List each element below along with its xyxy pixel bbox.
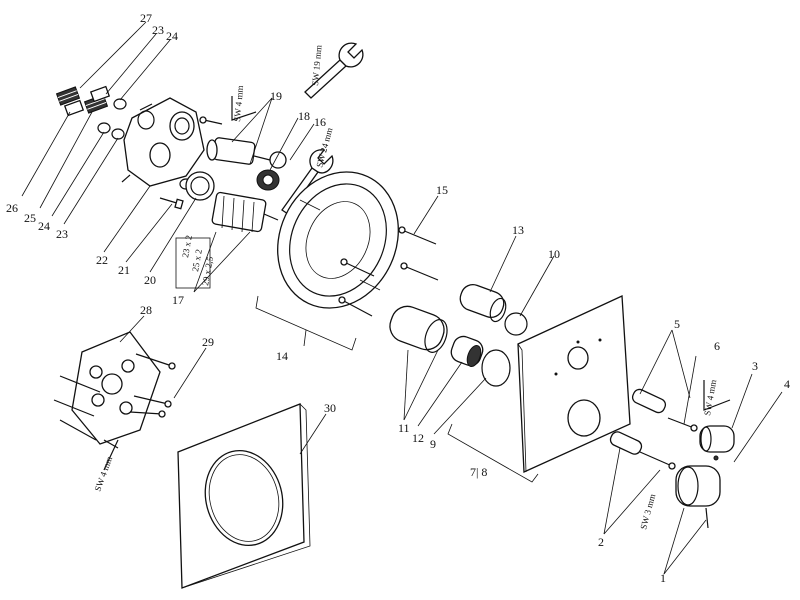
cover-plate: [517, 295, 631, 473]
wrench-sw24-icon: [281, 149, 334, 215]
extension-5: [609, 388, 667, 455]
check-valve-cartridges: [55, 85, 127, 140]
callout-11: 11: [398, 421, 410, 435]
callout-26: 26: [6, 201, 18, 215]
bracket-17: [175, 237, 211, 289]
plate-screws: [338, 258, 375, 317]
shut-off-cartridge: [199, 116, 271, 165]
screw-2: [639, 451, 676, 470]
size-label-1: 23 x 2: [180, 234, 194, 258]
callout-7-8: 7| 8: [470, 465, 487, 479]
sizes-17: 23 x 2 25 x 2 29 x 2,5: [180, 234, 215, 286]
nut-18: [256, 151, 287, 191]
bracket-78: [447, 423, 539, 483]
mounting-bracket-28: [53, 331, 176, 449]
trim-plate-30: [177, 403, 311, 589]
callout-29: 29: [202, 335, 214, 349]
callout-21: 21: [118, 263, 130, 277]
callout-14: 14: [276, 349, 288, 363]
hex-key-right-icon: [703, 380, 731, 411]
callout-30: 30: [324, 401, 336, 415]
callout-3: 3: [752, 359, 758, 373]
callout-16: 16: [314, 115, 326, 129]
callout-27: 27: [140, 11, 152, 25]
tool-label-sw3: SW 3 mm: [638, 493, 657, 531]
callout-22: 22: [96, 253, 108, 267]
callout-13: 13: [512, 223, 524, 237]
leader-lines: [21, 21, 783, 575]
callout-9: 9: [430, 437, 436, 451]
size-label-3: 29 x 2,5: [200, 255, 215, 286]
tool-label-sw4-left: SW 4 mm: [92, 455, 114, 493]
callout-20: 20: [144, 273, 156, 287]
callout-6: 6: [714, 339, 720, 353]
bushing-12: [450, 335, 484, 368]
callout-numbers: 27 23 24 26 25 24 23 22 21 20 17 19 18 1…: [6, 11, 790, 585]
hex-key-left-icon: [103, 439, 119, 471]
callout-24-bottom: 24: [38, 219, 50, 233]
callout-23-top: 23: [152, 23, 164, 37]
callout-2: 2: [598, 535, 604, 549]
callout-17: 17: [172, 293, 184, 307]
small-knob: [699, 425, 735, 461]
callout-25: 25: [24, 211, 36, 225]
mounting-plate: [277, 171, 399, 309]
bracket-14: [255, 295, 357, 351]
screw-6: [667, 417, 698, 432]
valve-body: [121, 97, 205, 190]
ring-20: [185, 171, 215, 201]
sleeve-11: [389, 305, 448, 353]
tool-label-sw4-top: SW 4 mm: [232, 85, 245, 122]
callout-10: 10: [548, 247, 560, 261]
callout-4: 4: [784, 377, 790, 391]
callout-12: 12: [412, 431, 424, 445]
callout-1: 1: [660, 571, 666, 585]
callout-18: 18: [298, 109, 310, 123]
o-ring-10: [504, 312, 528, 336]
sleeve-13: [459, 283, 507, 323]
callout-23-bottom: 23: [56, 227, 68, 241]
callout-5: 5: [674, 317, 680, 331]
callout-28: 28: [140, 303, 152, 317]
hex-key-top-icon: [231, 96, 257, 121]
callout-15: 15: [436, 183, 448, 197]
long-screws: [398, 226, 439, 281]
wrench-sw19-icon: [304, 42, 364, 99]
body-screw: [159, 197, 184, 210]
size-label-2: 25 x 2: [190, 248, 204, 272]
callout-24-top: 24: [166, 29, 178, 43]
tool-label-sw19: SW 19 mm: [310, 45, 324, 87]
callout-19: 19: [270, 89, 282, 103]
o-ring-9: [481, 349, 511, 387]
thermostat-cartridge: [211, 191, 279, 233]
large-knob: [675, 465, 721, 529]
